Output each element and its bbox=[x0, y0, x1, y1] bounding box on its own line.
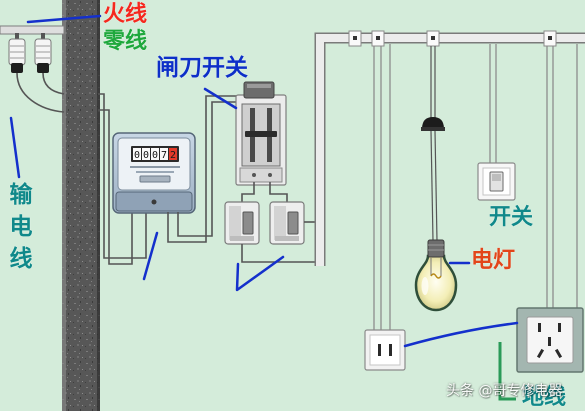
pointer-lines bbox=[9, 14, 519, 348]
meter-disc-window bbox=[139, 175, 171, 183]
lamp-cord-upper bbox=[430, 46, 436, 118]
utility-pole bbox=[62, 0, 100, 411]
fuse-to-conduit-wires bbox=[241, 221, 315, 263]
knife-switch-label: 闸刀开关 bbox=[156, 55, 248, 81]
switch-label: 开关 bbox=[489, 205, 534, 230]
knife-switch-pointer bbox=[203, 87, 238, 110]
live-wire-pointer bbox=[26, 14, 102, 24]
five-pin-socket bbox=[516, 307, 584, 373]
ground-wire-label: 地线 bbox=[522, 385, 567, 410]
light-bulb bbox=[414, 239, 458, 312]
junction-box bbox=[543, 30, 557, 47]
junction-box bbox=[371, 30, 385, 47]
ground-wire-line bbox=[498, 342, 516, 401]
meter-digit: 0 bbox=[143, 150, 149, 161]
meter-decimal-digit: 2 bbox=[170, 150, 176, 161]
wall-conduit bbox=[314, 32, 585, 266]
lamp-holder bbox=[421, 117, 445, 131]
pole-crossarm bbox=[0, 25, 65, 35]
meter-pointer bbox=[142, 231, 159, 281]
knife-switch bbox=[235, 81, 287, 186]
watermark: 头条 @哥专修电器 bbox=[446, 383, 563, 399]
live-wire-label: 火线 bbox=[103, 2, 148, 27]
meter-display: 0 0 0 7 2 bbox=[131, 146, 179, 162]
socket-right-drop-wires bbox=[546, 44, 578, 308]
transmission-line-pointer bbox=[9, 116, 21, 179]
switch-drop-wires bbox=[489, 44, 497, 163]
meter-digit: 7 bbox=[161, 150, 167, 161]
fuse-pointer bbox=[235, 255, 285, 292]
meter-digit: 0 bbox=[152, 150, 158, 161]
junction-box bbox=[348, 30, 362, 47]
fuse-right bbox=[269, 201, 305, 245]
two-pin-socket bbox=[364, 329, 406, 371]
socket-pointer bbox=[403, 321, 519, 348]
electric-meter: 0 0 0 7 2 bbox=[112, 132, 196, 214]
meter-digit: 0 bbox=[134, 150, 140, 161]
wall-switch bbox=[477, 162, 516, 201]
lamp-label: 电灯 bbox=[471, 248, 516, 273]
meter-seal bbox=[151, 199, 157, 205]
incoming-power-wires bbox=[16, 72, 147, 265]
socket-left-drop-wires bbox=[373, 44, 391, 330]
transmission-line-label: 输电线 bbox=[5, 182, 31, 278]
switch-to-fuse-wires bbox=[241, 182, 288, 203]
lamp-cord-lower bbox=[430, 130, 438, 242]
neutral-wire-label: 零线 bbox=[103, 29, 148, 54]
fuse-left bbox=[224, 201, 260, 245]
insulator-left bbox=[8, 33, 26, 73]
junction-box bbox=[426, 30, 440, 47]
insulator-right bbox=[34, 33, 52, 73]
